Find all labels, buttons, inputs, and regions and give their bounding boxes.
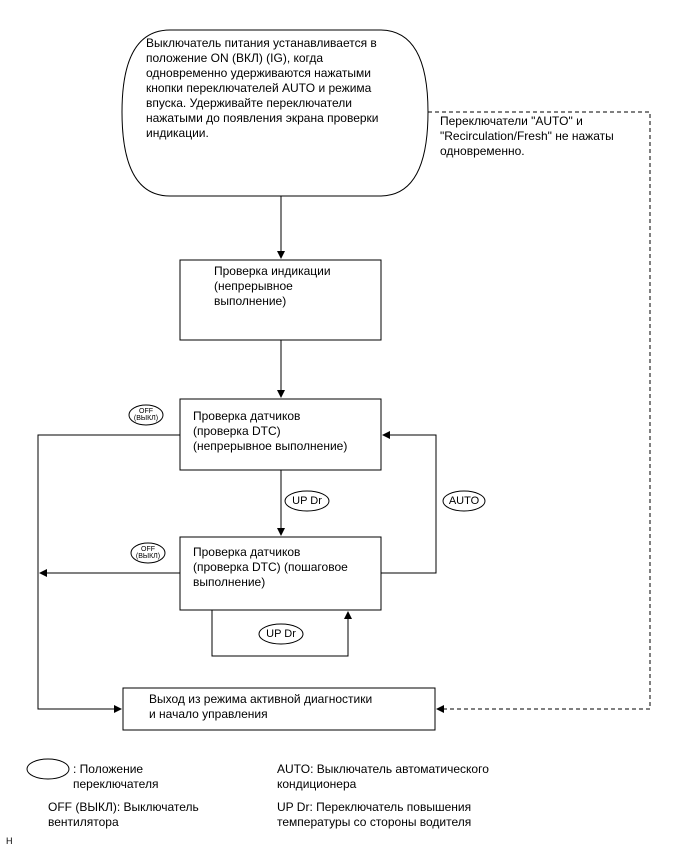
legend-auto-text: AUTO: Выключатель автоматического кондиц… <box>277 762 489 791</box>
indicator-check-box <box>179 259 382 341</box>
line-updr-loop <box>211 610 352 657</box>
switch-updr-label-2: UP Dr <box>266 628 296 640</box>
switch-off-ellipse-2 <box>130 542 166 564</box>
line-off-continuous <box>37 434 180 713</box>
switch-off-ellipse-1 <box>128 404 164 426</box>
switch-auto-label: AUTO <box>448 495 480 507</box>
legend-updr-text: UP Dr: Переключатель повышения температу… <box>277 800 472 829</box>
side-note: Переключатели "AUTO" и "Recirculation/Fr… <box>440 114 614 158</box>
start-text: Выключатель питания устанавливается в по… <box>146 36 379 140</box>
sensor-check-continuous-text: Проверка датчиков (проверка DTC) (непрер… <box>193 409 348 453</box>
start-terminator <box>121 29 429 197</box>
footer-code: H <box>6 836 13 846</box>
line-auto-loop <box>381 431 437 574</box>
legend-ellipse-text: : Положение переключателя <box>73 762 159 791</box>
switch-off-label-1: OFF (ВЫКЛ) <box>133 408 159 422</box>
legend-off-text: OFF (ВЫКЛ): Выключатель вентилятора <box>48 800 199 829</box>
switch-off-label-2: OFF (ВЫКЛ) <box>135 546 161 560</box>
sensor-check-step-box <box>179 536 382 611</box>
exit-text: Выход из режима активной диагностики и н… <box>149 692 373 721</box>
legend-ellipse <box>26 758 70 780</box>
sensor-check-step-text: Проверка датчиков (проверка DTC) (пошаго… <box>193 545 348 589</box>
exit-box <box>122 687 436 731</box>
indicator-check-text: Проверка индикации (непрерывное выполнен… <box>214 264 331 308</box>
dashed-line-not-pressed <box>428 111 651 713</box>
switch-updr-ellipse-2 <box>258 623 304 645</box>
switch-updr-ellipse-1 <box>284 490 330 512</box>
switch-updr-label-1: UP Dr <box>292 495 322 507</box>
switch-auto-ellipse <box>442 490 486 512</box>
